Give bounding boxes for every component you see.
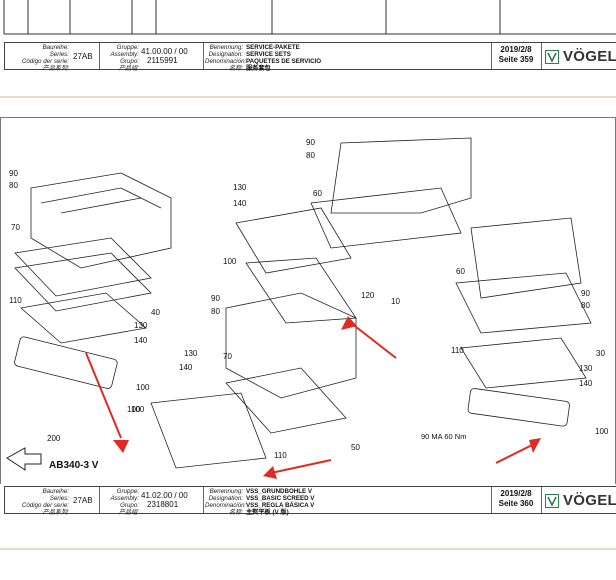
group-labels: Gruppe:Assembly: Grupo:产品组: [110, 488, 139, 516]
group-number: 2115991 [147, 56, 178, 65]
callout-numbers: 90 80 70 110 130 140 40 100 200 130 140 … [9, 138, 609, 460]
callout: 100 [136, 383, 150, 392]
callout: 90 [211, 294, 220, 303]
brand-badge-icon [545, 49, 559, 64]
page-separator-lower [0, 548, 616, 550]
callout: 100 [223, 257, 237, 266]
page-separator-upper [0, 96, 616, 98]
brand-name: VÖGELE [563, 48, 616, 65]
callout: 130 [134, 321, 148, 330]
brand-logo: VÖGELE [545, 48, 616, 65]
brand-logo: VÖGELE [545, 492, 616, 509]
callout: 130 [184, 349, 198, 358]
direction-arrow-icon [6, 447, 42, 471]
callout: 90 [581, 289, 590, 298]
top-grid-fragment [0, 0, 616, 38]
cell-date-page [491, 487, 542, 513]
cell-series [5, 43, 100, 69]
callout: 120 [361, 291, 375, 300]
callout: 30 [596, 349, 605, 358]
series-value: 27AB [73, 52, 93, 61]
callout: 70 [223, 352, 232, 361]
callout: 80 [581, 301, 590, 310]
red-arrows [85, 316, 541, 479]
callout: 130 [233, 183, 247, 192]
callout: 110 [9, 296, 22, 305]
group-value: 41.02.00 / 00 [141, 491, 188, 500]
callout: 80 [9, 181, 18, 190]
callout: 110 [274, 451, 287, 460]
callout: 50 [351, 443, 360, 452]
title-block-359: Baureihe:Series: Código der serie:产品系列: … [4, 42, 616, 72]
torque-note: 90 MA 60 Nm [421, 432, 466, 441]
callout: 80 [306, 151, 315, 160]
callout: 100 [127, 405, 141, 414]
cell-group [99, 43, 204, 69]
callout: 80 [211, 307, 220, 316]
callout: 70 [11, 223, 20, 232]
callout: 140 [134, 336, 148, 345]
callout: 90 [9, 169, 18, 178]
exploded-view-svg: 90 80 70 110 130 140 40 100 200 130 140 … [6, 137, 609, 479]
callout: 200 [47, 434, 61, 443]
brand-name: VÖGELE [563, 492, 616, 509]
cell-designation [203, 43, 492, 69]
title-block-360: Baureihe:Series: Código der serie:产品系列: … [4, 486, 616, 516]
designation-labels: Benennung:Designation: Denominación:名称: [205, 488, 247, 516]
brand-badge-icon [545, 493, 559, 508]
machine-outlines [14, 137, 592, 469]
cell-series [5, 487, 100, 513]
series-labels: Baureihe:Series: Código der serie:产品系列: [21, 44, 69, 72]
series-labels: Baureihe:Series: Código der serie:产品系列: [21, 488, 69, 516]
callout: 60 [456, 267, 465, 276]
model-label: AB340-3 V [49, 460, 99, 471]
callout: 60 [313, 189, 322, 198]
callout: 140 [179, 363, 193, 372]
cell-date-page [491, 43, 542, 69]
top-grid-lines [3, 0, 616, 35]
group-labels: Gruppe:Assembly: Grupo:产品组: [110, 44, 139, 72]
group-number: 2318801 [147, 500, 179, 509]
callout: 140 [233, 199, 247, 208]
callout: 90 [306, 138, 315, 147]
callout: 100 [595, 427, 609, 436]
callout: 10 [391, 297, 400, 306]
callout: 130 [579, 364, 593, 373]
cell-designation [203, 487, 492, 513]
callout: 140 [579, 379, 593, 388]
exploded-view-drawing: 90 80 70 110 130 140 40 100 200 130 140 … [0, 117, 616, 484]
designation-labels: Benennung:Designation: Denominación:名称: [205, 44, 247, 72]
series-value: 27AB [73, 496, 93, 505]
callout: 100 [131, 405, 145, 414]
cell-group [99, 487, 204, 513]
callout: 110 [451, 346, 464, 355]
group-value: 41.00.00 / 00 [141, 47, 188, 56]
callout: 40 [151, 308, 160, 317]
